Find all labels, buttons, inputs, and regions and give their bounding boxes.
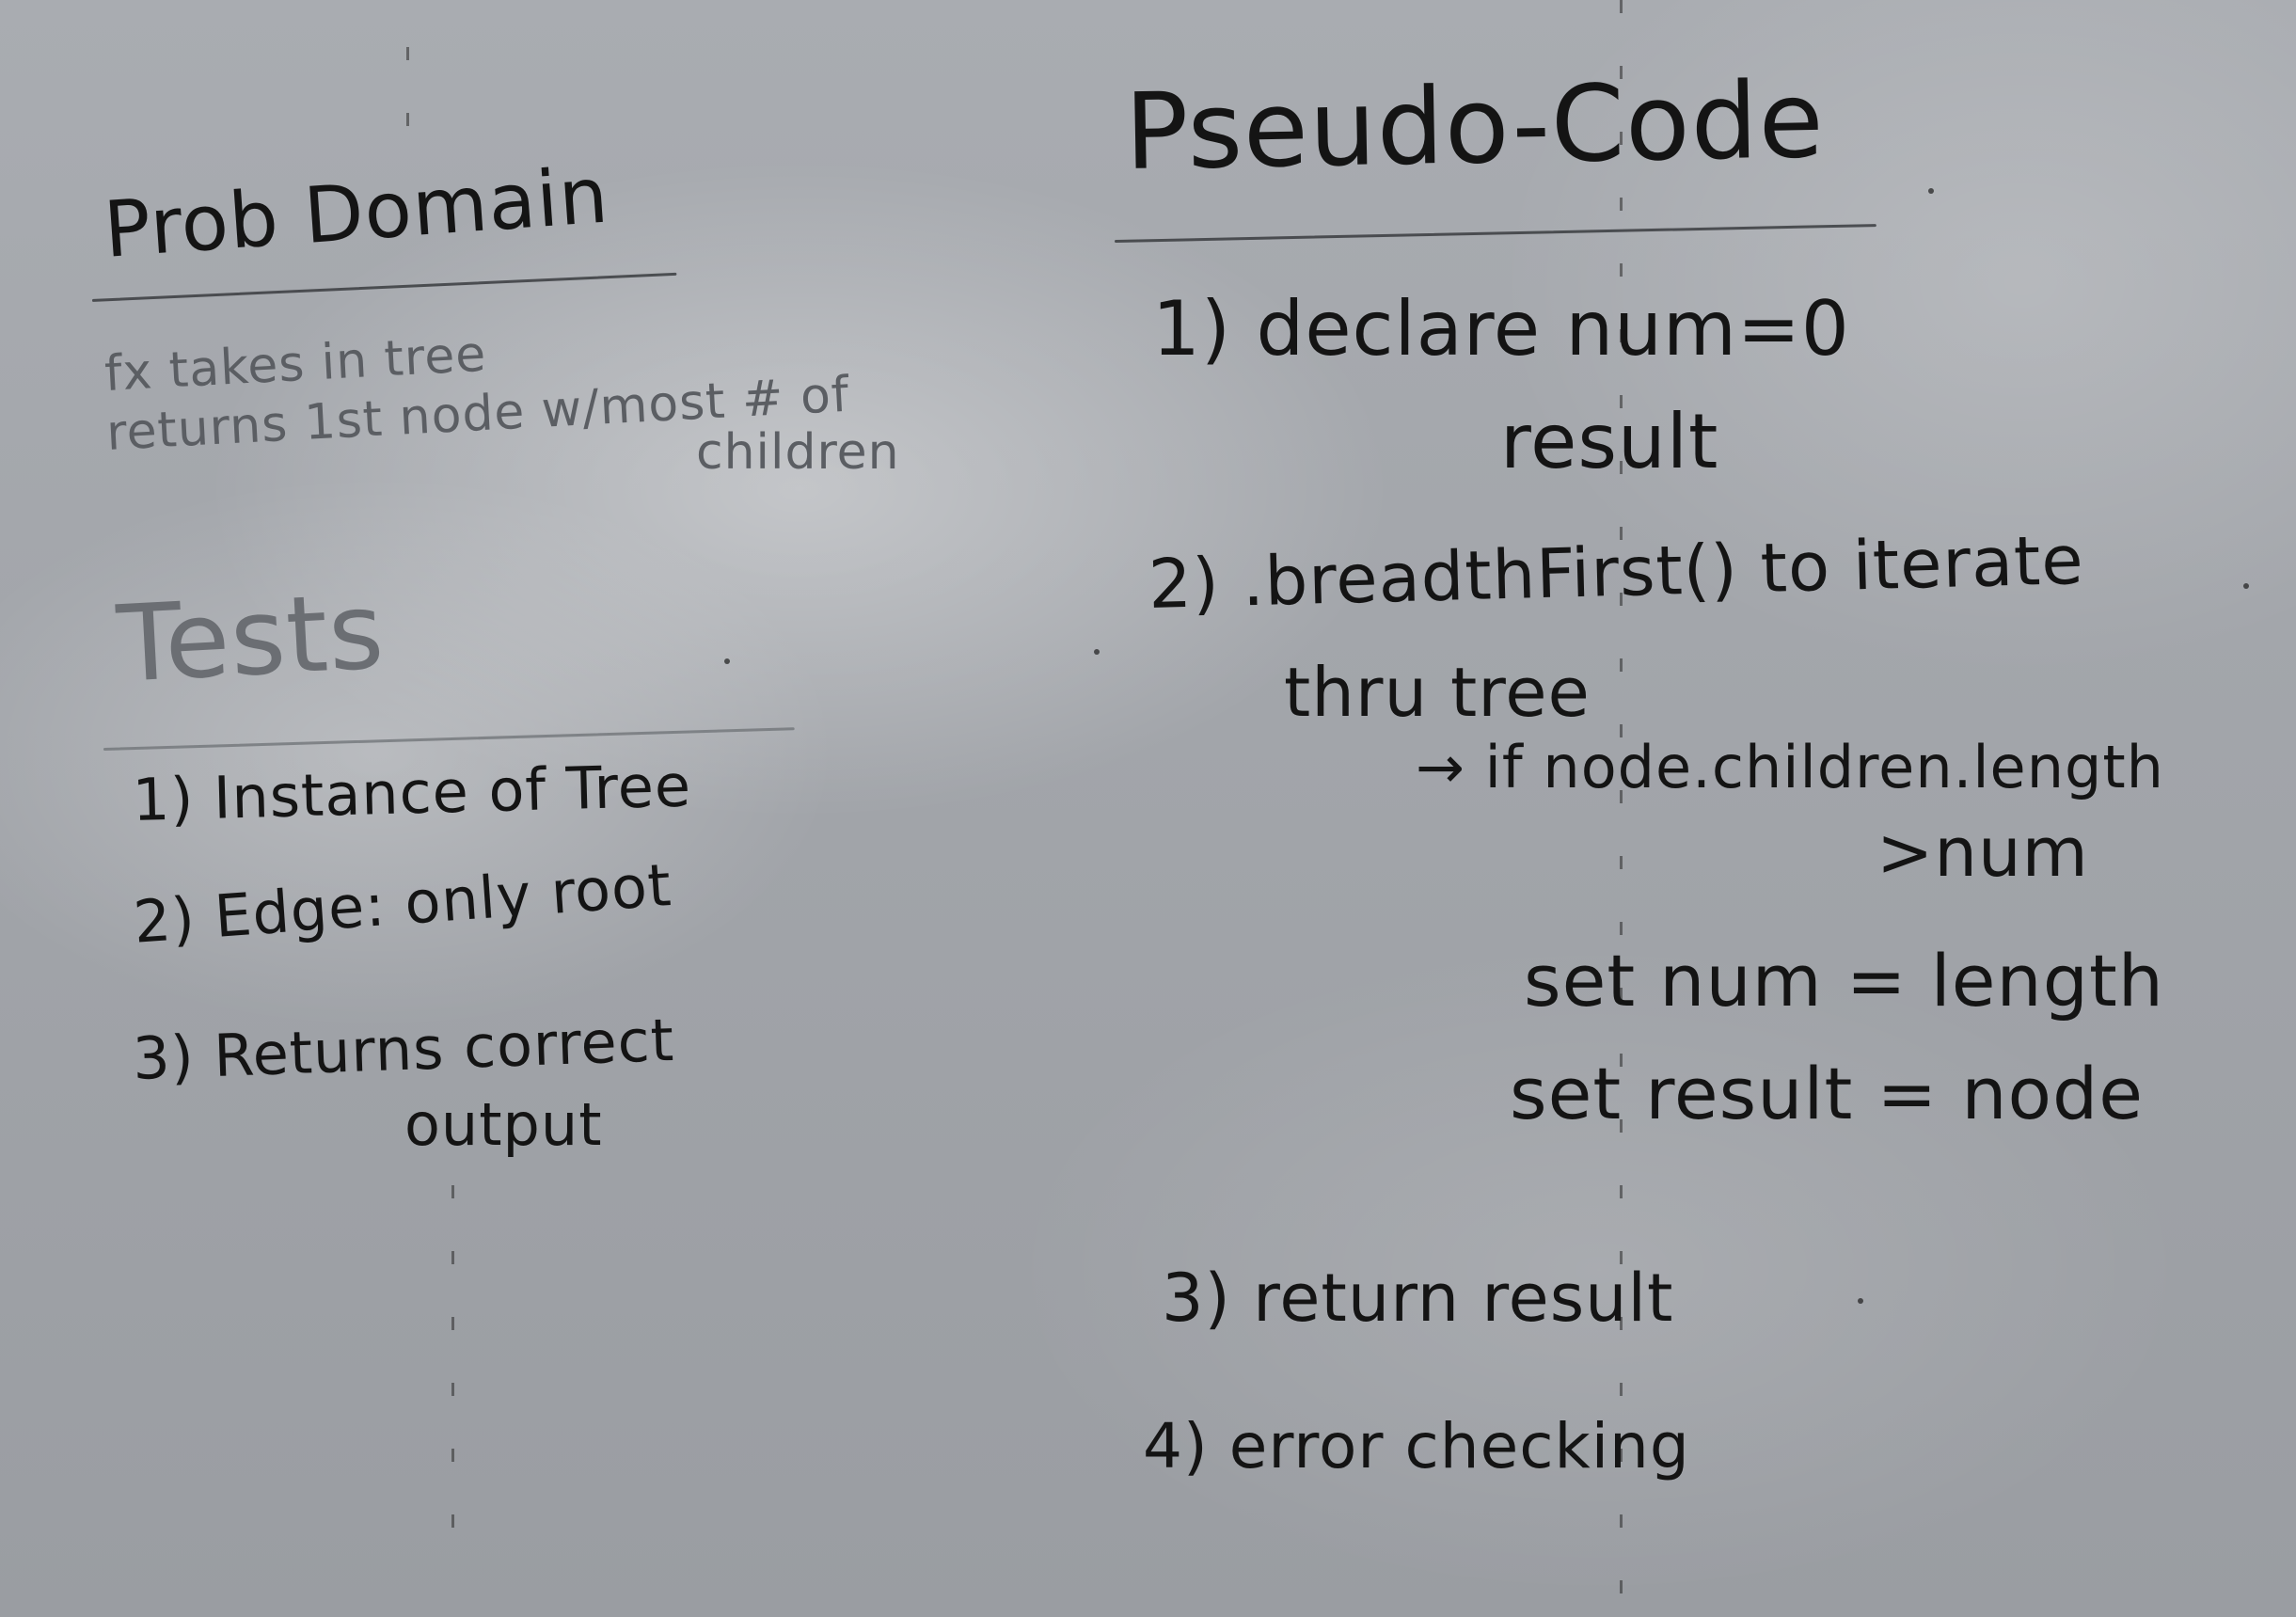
tests-item-2: 2) Edge: only root [131,850,674,957]
problem-domain-underline [91,272,677,302]
pseudo-step-2-set-num: set num = length [1524,939,2164,1023]
tests-underline [103,727,795,751]
board-speck [1928,188,1934,194]
tests-item-3: 3) Returns correct [131,1005,676,1093]
pseudo-step-1-result: result [1500,398,1719,485]
pseudo-code-heading: Pseudo-Code [1123,59,1826,194]
board-mark-lower [451,1185,454,1580]
pseudo-step-2: 2) .breadthFirst() to iterate [1147,519,2085,624]
tests-item-1: 1) Instance of Tree [131,751,692,834]
board-speck [1858,1298,1863,1304]
board-speck [724,658,730,664]
pseudo-step-3: 3) return result [1162,1260,1674,1337]
pseudo-step-4: 4) error checking [1143,1410,1690,1482]
board-speck [2243,583,2249,589]
pseudo-step-2-condition: → if node.children.length [1416,733,2164,801]
board-speck [1094,649,1100,655]
pseudo-step-2-condition-rhs: >num [1876,813,2089,892]
tests-heading: Tests [114,570,388,706]
board-mark-center [1620,0,1623,1617]
board-mark-left [406,47,409,160]
problem-domain-line-3: children [696,424,900,481]
pseudo-code-underline [1114,224,1876,243]
pseudo-step-2-thru-tree: thru tree [1284,653,1591,732]
tests-item-3-continued: output [404,1090,603,1159]
problem-domain-heading: Prob Domain [101,151,612,276]
pseudo-step-2-set-result: set result = node [1510,1052,2144,1135]
pseudo-step-1: 1) declare num=0 [1152,285,1850,373]
